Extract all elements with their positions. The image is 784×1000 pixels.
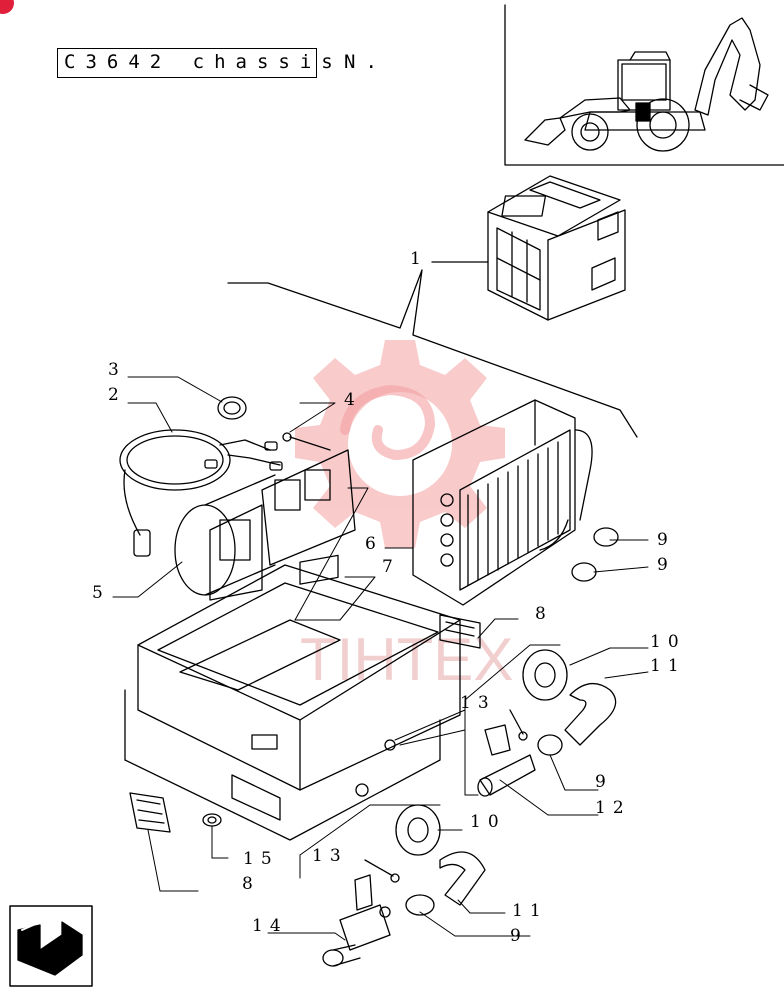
- callout-13-upper: 13: [460, 693, 496, 713]
- callout-5: 5: [92, 583, 110, 603]
- part-2-wiring-harness: [119, 429, 283, 557]
- callout-1: 1: [410, 249, 428, 269]
- watermark-gear-logo: [295, 340, 505, 548]
- watermark-text: ΤΙΗΤΕΧ: [300, 626, 513, 693]
- model-label-box: [57, 48, 317, 78]
- callout-9-lower-right: 9: [595, 772, 613, 792]
- serial-number-label: N.: [344, 51, 387, 73]
- part-6-heater-core: [412, 399, 593, 606]
- callout-11-lower: 11: [512, 901, 548, 921]
- callout-9-upper: 9: [657, 530, 675, 550]
- callout-8-upper: 8: [535, 604, 553, 624]
- part-8-filter-upper: [439, 614, 481, 649]
- callout-15: 15: [243, 849, 279, 869]
- callout-7: 7: [382, 557, 400, 577]
- part-3-hose-clamp: [217, 396, 247, 420]
- part-4-screw: [282, 432, 331, 451]
- callout-11-upper: 11: [650, 656, 686, 676]
- part-15-small-grommet: [202, 813, 222, 827]
- callout-9-bottom: 9: [510, 926, 528, 946]
- callout-12: 12: [595, 798, 631, 818]
- callout-8-lower: 8: [242, 874, 260, 894]
- callout-13-lower: 13: [312, 846, 348, 866]
- callout-10-lower: 10: [470, 812, 506, 832]
- model-label: C3642 chassis: [64, 51, 343, 73]
- backhoe-loader-illustration: [524, 17, 769, 152]
- part-11-elbow-hoses: [439, 683, 617, 906]
- callout-10-upper: 10: [650, 632, 686, 652]
- callout-2: 2: [108, 385, 126, 405]
- callout-3: 3: [108, 360, 126, 380]
- next-page-arrow-icon[interactable]: [9, 905, 93, 987]
- callout-14: 14: [252, 916, 288, 936]
- reference-line-part-1: [227, 269, 638, 438]
- part-5-blower-fan: [174, 449, 356, 601]
- part-12-pipe-bracket: [477, 724, 536, 797]
- part-1-air-conditioner-frame: [487, 175, 626, 321]
- machine-inset: [504, 4, 784, 166]
- part-14-water-valve: [322, 874, 391, 967]
- corner-marker: [0, 0, 14, 14]
- part-8-filter-lower: [129, 792, 171, 833]
- callout-9-middle: 9: [657, 555, 675, 575]
- leader-lines: [112, 376, 649, 941]
- watermark-swirl: [340, 385, 435, 460]
- part-13-screws: [364, 709, 528, 883]
- callout-4: 4: [344, 390, 362, 410]
- part-7-housing: [124, 554, 461, 841]
- callout-6: 6: [365, 534, 383, 554]
